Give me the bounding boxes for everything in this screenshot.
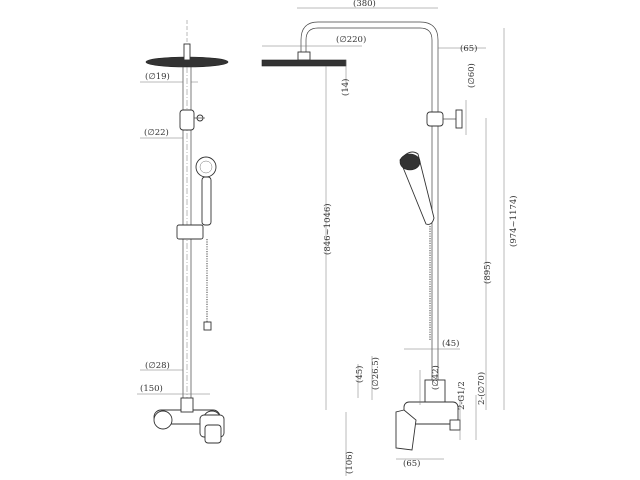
overhead-shower-head-front — [145, 20, 229, 68]
svg-text:(∅19): (∅19) — [145, 71, 170, 82]
dim-45-left: (45) — [354, 364, 365, 398]
svg-text:2-G1/2: 2-G1/2 — [457, 381, 467, 410]
svg-text:(974~1174): (974~1174) — [508, 195, 519, 247]
dim-d22: (∅22) — [140, 127, 183, 139]
mixer-front — [153, 397, 225, 444]
hand-shower-front — [195, 156, 217, 226]
svg-text:(45): (45) — [442, 338, 459, 349]
svg-text:(∅26.5): (∅26.5) — [370, 357, 381, 390]
side-view: (380) (∅220) (65) (∅60) (14) (846~1046) … — [261, 0, 519, 476]
dim-380: (380) — [297, 0, 438, 9]
svg-text:(∅42): (∅42) — [430, 365, 441, 390]
svg-text:(65): (65) — [403, 458, 420, 469]
svg-text:(∅28): (∅28) — [145, 360, 170, 371]
slide-connector-side — [426, 109, 463, 129]
dim-106: (106) — [344, 412, 355, 476]
svg-text:(14): (14) — [340, 79, 351, 96]
svg-text:(∅22): (∅22) — [144, 127, 169, 138]
dim-14: (14) — [340, 60, 351, 96]
dim-d28: (∅28) — [140, 360, 183, 371]
svg-text:2-(∅70): 2-(∅70) — [476, 372, 487, 405]
shower-arm-side — [300, 21, 439, 380]
svg-text:(45): (45) — [354, 366, 365, 383]
slider-bracket-front — [176, 224, 204, 240]
hand-shower-side — [399, 151, 435, 225]
svg-text:(106): (106) — [344, 451, 355, 474]
dim-d19: (∅19) — [140, 71, 198, 83]
front-view: (∅19) (∅22) (∅28) (150) — [137, 20, 229, 444]
dim-d26-5: (∅26.5) — [370, 356, 381, 400]
overhead-shower-head-side — [261, 51, 347, 67]
svg-text:(65): (65) — [460, 43, 477, 54]
slide-connector-front — [179, 109, 205, 131]
svg-text:(846~1046): (846~1046) — [322, 203, 333, 255]
svg-text:(∅220): (∅220) — [336, 34, 366, 45]
svg-text:(150): (150) — [140, 383, 163, 394]
svg-text:(895): (895) — [482, 261, 493, 284]
dim-g12: 2-G1/2 — [457, 381, 467, 440]
dim-65-top: (65) — [438, 43, 486, 54]
dim-d60: (∅60) — [465, 63, 477, 135]
dim-d220: (∅220) — [262, 34, 366, 47]
dim-d42: (∅42) — [419, 365, 441, 405]
dim-895: (895) — [482, 118, 493, 410]
dim-45-right: (45) — [404, 338, 460, 350]
dim-d70: 2-(∅70) — [475, 372, 487, 440]
svg-text:(∅60): (∅60) — [466, 63, 477, 88]
dim-974-1174: (974~1174) — [503, 28, 519, 410]
mixer-side — [395, 379, 461, 451]
dim-65-bottom: (65) — [396, 458, 444, 469]
dim-846-1046: (846~1046) — [322, 66, 333, 410]
dim-150: (150) — [137, 383, 210, 395]
svg-text:(380): (380) — [353, 0, 376, 9]
